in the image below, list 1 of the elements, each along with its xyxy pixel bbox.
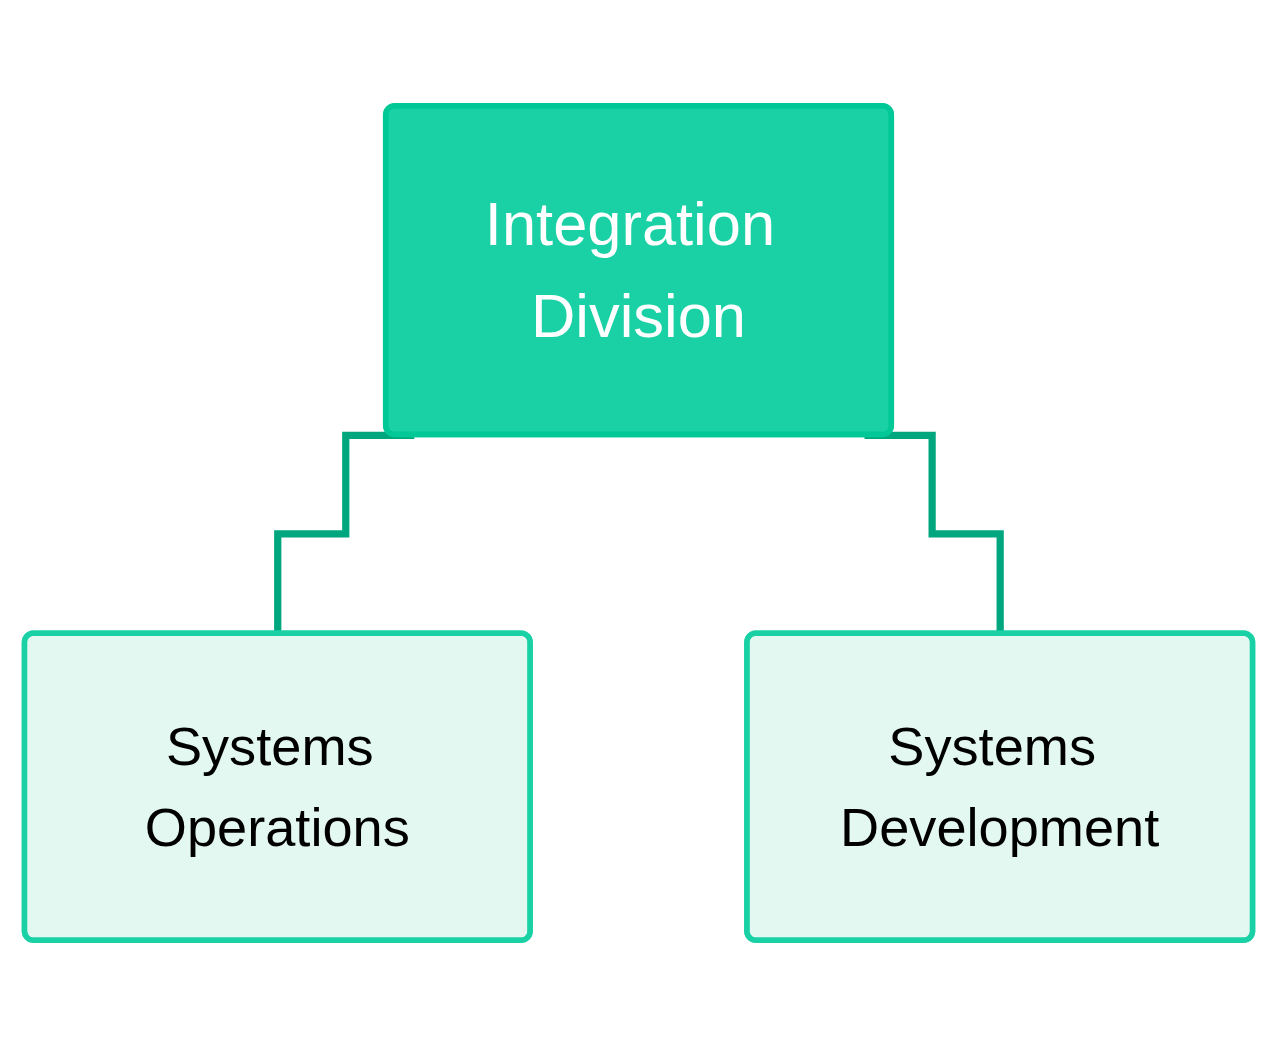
org-chart: Integration Division Systems Operations Systems Development	[10, 10, 1267, 1036]
